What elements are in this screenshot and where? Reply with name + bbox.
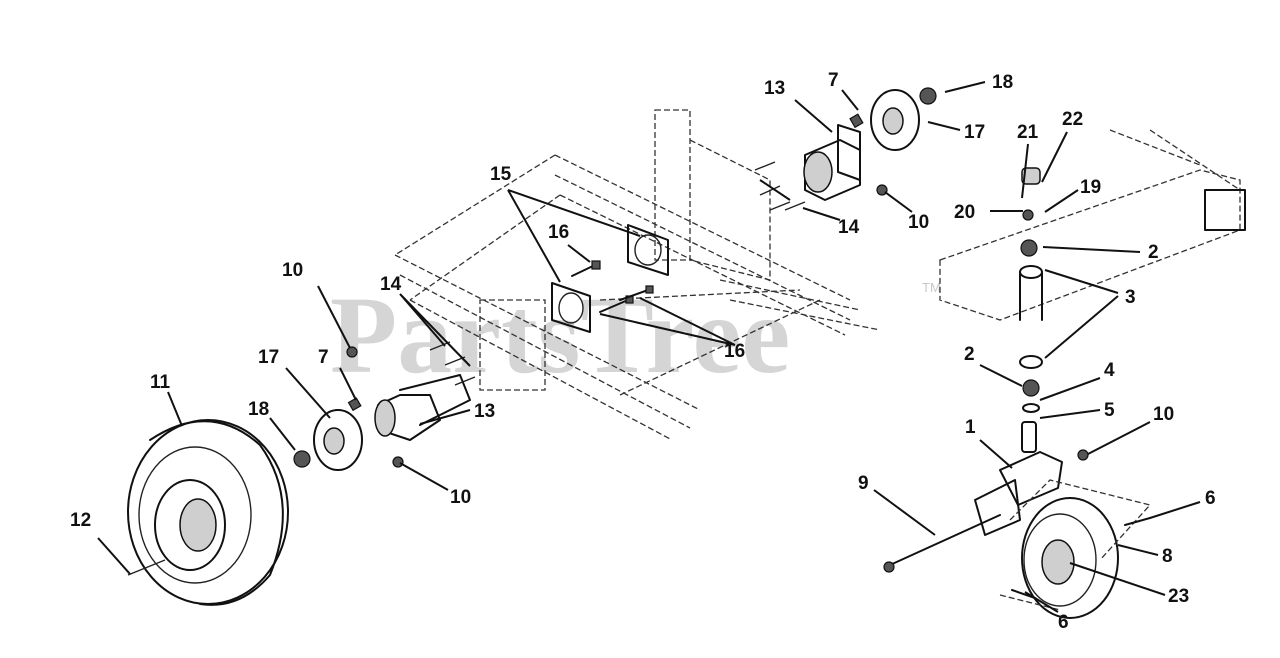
callout-6-upper: 6 xyxy=(1205,488,1216,509)
callout-12: 12 xyxy=(70,510,91,531)
callout-5: 5 xyxy=(1104,400,1115,421)
callout-20: 20 xyxy=(954,202,975,223)
caster-fork xyxy=(883,449,1089,573)
callout-2-upper: 2 xyxy=(1148,242,1159,263)
callout-10-upper-left: 10 xyxy=(282,260,303,281)
callout-10-lower-left: 10 xyxy=(450,487,471,508)
callouts: 13 7 18 17 21 22 19 20 2 3 15 16 14 10 1… xyxy=(70,70,1216,633)
front-frame xyxy=(939,129,1246,321)
bolts-16 xyxy=(571,260,654,313)
callout-18-left: 18 xyxy=(248,399,269,420)
callout-7-right: 7 xyxy=(828,70,839,91)
callout-17-left: 17 xyxy=(258,347,279,368)
caster-wheel xyxy=(999,479,1152,619)
callout-10-right: 10 xyxy=(908,212,929,233)
callout-6-lower: 6 xyxy=(1058,612,1069,633)
callout-3: 3 xyxy=(1125,287,1136,308)
callout-23: 23 xyxy=(1168,586,1189,607)
watermark-trademark: TM xyxy=(922,280,941,295)
callout-9: 9 xyxy=(858,473,869,494)
callout-21: 21 xyxy=(1017,122,1039,143)
callout-17-right: 17 xyxy=(964,122,985,143)
callout-11: 11 xyxy=(150,372,171,393)
leader-lines xyxy=(97,81,1201,613)
callout-18-right: 18 xyxy=(992,72,1013,93)
callout-4: 4 xyxy=(1104,360,1115,381)
left-spindle xyxy=(293,341,476,471)
callout-16-lower: 16 xyxy=(724,341,745,362)
main-frame xyxy=(394,109,881,441)
callout-22: 22 xyxy=(1062,109,1083,130)
callout-13-left: 13 xyxy=(474,401,495,422)
right-spindle xyxy=(754,87,937,211)
gasket-lower xyxy=(551,282,591,333)
callout-8: 8 xyxy=(1162,546,1173,567)
left-wheel xyxy=(127,419,289,606)
callout-15: 15 xyxy=(490,164,512,185)
callout-1: 1 xyxy=(965,417,976,438)
callout-19: 19 xyxy=(1080,177,1101,198)
caster-stack xyxy=(1019,167,1043,453)
callout-14-right: 14 xyxy=(838,217,860,238)
callout-7-left: 7 xyxy=(318,347,329,368)
callout-2-lower: 2 xyxy=(964,344,975,365)
gasket-upper xyxy=(627,224,669,276)
callout-16-upper: 16 xyxy=(548,222,569,243)
callout-13-right: 13 xyxy=(764,78,785,99)
callout-14-left: 14 xyxy=(380,274,402,295)
callout-10-front: 10 xyxy=(1153,404,1174,425)
